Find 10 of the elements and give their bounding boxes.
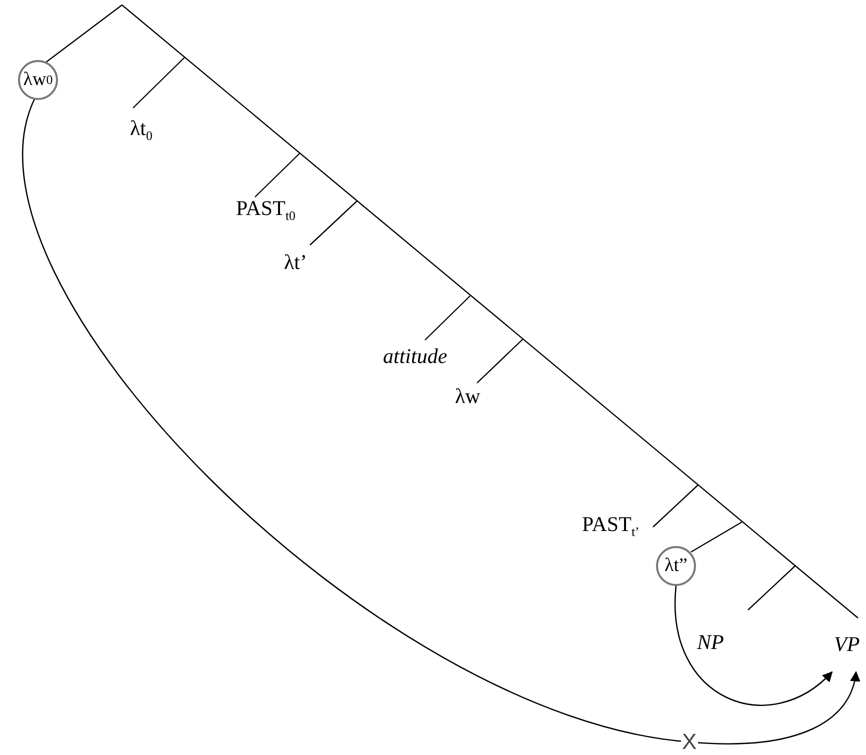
tree-leaf-label: VP — [834, 632, 860, 656]
tree-leaf-label: λw — [455, 384, 480, 408]
binding-arrow — [674, 586, 833, 706]
tree-leaf-label: attitude — [383, 344, 448, 368]
lambda-node: λt” — [656, 546, 696, 586]
tree-leaf-label: λt’ — [284, 250, 308, 274]
tree-leaf-label: PAST$_{t’}$ — [582, 512, 640, 544]
tree-leaf-label: PAST$_{t0}$ — [236, 196, 296, 228]
tree-leaf-label: λt$_{0}$ — [130, 116, 153, 148]
tree-leaf-label: NP — [697, 630, 724, 654]
